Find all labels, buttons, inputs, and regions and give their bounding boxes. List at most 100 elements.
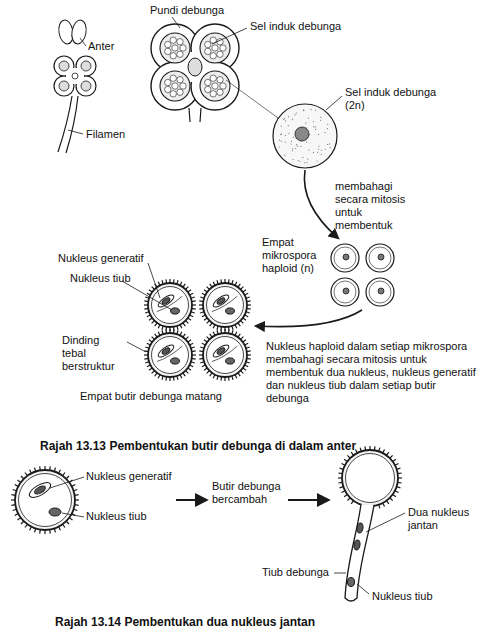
pollen-tube (345, 504, 374, 601)
cytoplasm-dot (288, 133, 289, 134)
leader-line (357, 584, 369, 594)
mother-cell-small (217, 77, 223, 83)
mother-cell-small (165, 79, 171, 85)
leader-line (326, 96, 342, 110)
microspore (366, 244, 394, 272)
microspore (331, 244, 359, 272)
leader-line (172, 17, 180, 28)
mother-cell-small (212, 83, 218, 89)
mother-cell-small (217, 51, 223, 57)
cytoplasm-dot (327, 128, 328, 129)
generative-nucleus (161, 347, 171, 356)
mother-cell-small (170, 53, 176, 59)
mother-cell-small (172, 45, 178, 51)
cytoplasm-dot (292, 148, 293, 149)
cytoplasm-dot (325, 132, 326, 133)
process-arrow (288, 499, 328, 501)
cytoplasm-dot (316, 160, 317, 161)
part-label: Anter (88, 40, 114, 53)
microspore (366, 278, 394, 306)
cytoplasm-line (212, 296, 237, 311)
generative-cell (27, 480, 53, 501)
part-label: Nukleus generatif (86, 470, 172, 483)
mother-cell-small (210, 91, 216, 97)
part-label: Sel induk debunga (2n) (345, 86, 445, 112)
cytoplasm-dot (306, 142, 307, 143)
cytoplasm-dot (318, 146, 319, 147)
mother-cell-small (165, 48, 171, 54)
cytoplasm-line (212, 346, 237, 361)
mother-cell-small (177, 89, 183, 95)
part-label: Dinding tebal berstruktur (62, 334, 126, 373)
part-label: Empat mikrospora haploid (n) (262, 236, 326, 275)
intine-wall (152, 337, 189, 374)
mother-cell-small (210, 53, 216, 59)
pollen-sac-small (81, 61, 91, 71)
part-label: Tiub debunga (262, 566, 329, 579)
pollen-grain (144, 329, 196, 381)
exine-wall (203, 283, 247, 327)
generative-nucleus (216, 297, 226, 306)
microspore-wall (331, 244, 359, 272)
part-label: Nukleus tiub (372, 590, 433, 603)
intine-wall (207, 287, 244, 324)
mother-cell-small (205, 86, 211, 92)
intine-wall (19, 474, 72, 527)
cytoplasm-dot (305, 123, 306, 124)
cytoplasm-dot (313, 126, 314, 127)
intine-wall (346, 454, 395, 503)
tube-nucleus (171, 358, 180, 364)
cytoplasm-dot (321, 150, 322, 151)
haploid-nucleus (343, 254, 349, 260)
cytoplasm-dot (285, 120, 286, 121)
cytoplasm-dot (303, 110, 304, 111)
mother-cell-small (165, 41, 171, 47)
part-label: Butir debunga bercambah (212, 480, 284, 506)
mother-cell-small (212, 45, 218, 51)
cytoplasm-dot (306, 162, 307, 163)
generative-nucleus (216, 347, 226, 356)
microspore-wall (366, 244, 394, 272)
cytoplasm-dot (325, 149, 326, 150)
tube-nucleus (226, 358, 235, 364)
cytoplasm-dot (327, 124, 328, 125)
generative-nucleus (161, 297, 171, 306)
cytoplasm-dot (318, 149, 319, 150)
pollen-grain (338, 446, 402, 601)
male-nucleus (353, 540, 361, 551)
exine-wall (148, 333, 192, 377)
cytoplasm-dot (329, 143, 330, 144)
cytoplasm-dot (293, 159, 294, 160)
cytoplasm-dot (288, 116, 289, 117)
leader-line (334, 573, 346, 574)
exine-wall (15, 470, 75, 530)
part-label: Nukleus tiub (86, 510, 147, 523)
generative-nucleus (33, 484, 46, 495)
cytoplasm-dot (281, 134, 282, 135)
cytoplasm-dot (285, 142, 286, 143)
mother-cell-small (172, 83, 178, 89)
cytoplasm-dot (308, 150, 309, 151)
connective (72, 73, 78, 79)
cytoplasm-dot (288, 125, 289, 126)
generative-cell (211, 293, 230, 309)
exine-wall (203, 333, 247, 377)
pollen-sac-small (81, 81, 91, 91)
figure-caption: Rajah 13.14 Pembentukan dua nukleus jant… (55, 616, 315, 629)
cytoplasm-line (157, 296, 182, 311)
cytoplasm-dot (294, 114, 295, 115)
leader-line (122, 281, 172, 310)
haploid-nucleus (378, 288, 384, 294)
intine-wall (207, 337, 244, 374)
mother-cell-small (205, 41, 211, 47)
cytoplasm-line (157, 346, 182, 361)
generative-cell (211, 343, 230, 359)
pollen-sac (200, 71, 230, 101)
leader-line (50, 477, 84, 488)
cytoplasm-dot (303, 109, 304, 110)
mother-cell-small (217, 89, 223, 95)
generative-cell (156, 343, 175, 359)
leader-line (226, 80, 278, 118)
leader-line (80, 38, 86, 46)
cytoplasm-dot (330, 147, 331, 148)
